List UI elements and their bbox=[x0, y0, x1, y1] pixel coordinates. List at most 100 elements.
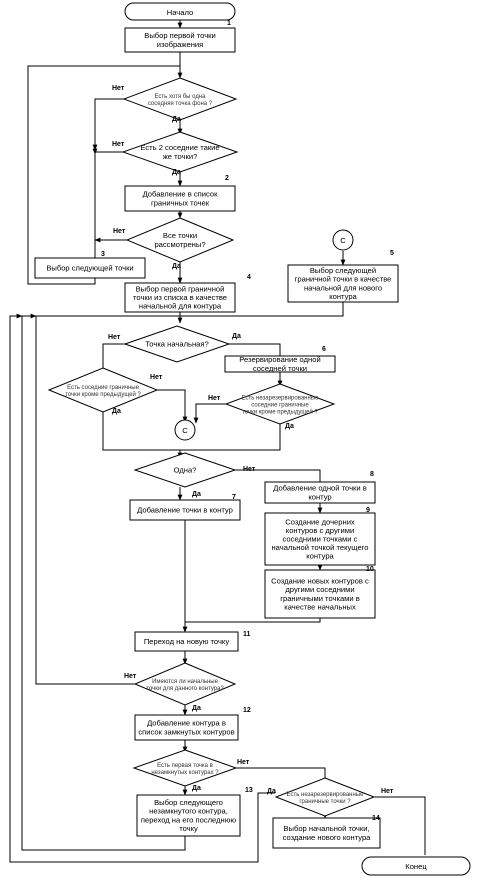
connector-c-top bbox=[332, 229, 354, 251]
process-block-6-text-line: Резервирование одной bbox=[239, 355, 320, 364]
decision-d10 bbox=[274, 777, 376, 817]
yes-label: Да bbox=[232, 333, 241, 340]
process-block-6-text-line: соседней точки bbox=[253, 364, 307, 373]
no-label: Нет bbox=[150, 374, 163, 381]
end-label: Конец bbox=[405, 862, 427, 871]
process-block-13-text-line: переход на его последнюю bbox=[141, 815, 237, 824]
yes-label: Да bbox=[112, 408, 121, 415]
decision-d5-text-line: точки кроме предыдущей ? bbox=[65, 391, 141, 398]
process-block-10-text-line: граничными точками в bbox=[280, 594, 360, 603]
decision-d5-text-line: Есть соседние граничные bbox=[67, 385, 140, 391]
decision-d1 bbox=[122, 77, 238, 121]
block-number-4: 4 bbox=[247, 274, 251, 281]
process-block-5-text-line: граничной точки в качестве bbox=[295, 275, 392, 284]
process-block-9 bbox=[264, 512, 376, 566]
process-block-5-text-line: Выбор следующей bbox=[310, 266, 376, 275]
process-block-4-text-line: Выбор первой граничной bbox=[136, 284, 225, 293]
process-block-5-text-line: начальной для нового bbox=[304, 283, 382, 292]
process-block-14-text-line: создание нового контура bbox=[283, 833, 372, 842]
process-block-12-text-line: список замкнутых контуров bbox=[138, 727, 234, 736]
decision-d7-text-line: Одна? bbox=[174, 466, 197, 475]
decision-d1-text-line: соседняя точка фона ? bbox=[148, 101, 213, 107]
process-block-5 bbox=[287, 264, 399, 303]
process-block-4-text-line: точки из списка в качестве bbox=[133, 293, 227, 302]
decision-d8 bbox=[133, 662, 237, 706]
process-block-4 bbox=[124, 282, 236, 313]
decision-d10-text-line: граничные точки ? bbox=[299, 799, 351, 805]
yes-label: Да bbox=[285, 423, 294, 430]
process-block-10-text-line: качестве начальных bbox=[284, 602, 356, 611]
block-number-5: 5 bbox=[390, 250, 394, 257]
no-label: Нет bbox=[112, 85, 125, 92]
decision-d8-text-line: Имеются ли начальные bbox=[152, 679, 218, 685]
process-block-12-text-line: Добавление контура в bbox=[147, 719, 226, 728]
yes-label: Да bbox=[192, 491, 201, 498]
process-block-1-text-line: изображения bbox=[157, 40, 204, 49]
block-number-10: 10 bbox=[366, 566, 374, 573]
decision-d5 bbox=[47, 367, 159, 413]
process-block-1-text-line: Выбор первой точки bbox=[144, 31, 215, 40]
process-block-13-text-line: точку bbox=[179, 824, 198, 833]
block-number-6: 6 bbox=[322, 346, 326, 353]
yes-label: Да bbox=[172, 116, 181, 123]
process-block-9-text-line: соседними точками с bbox=[283, 535, 358, 544]
no-label: Нет bbox=[112, 141, 125, 148]
block-number-11: 11 bbox=[243, 631, 251, 638]
connector-c-mid-label: C bbox=[182, 426, 188, 435]
process-block-13-text-line: незамкнутого контура, bbox=[149, 807, 228, 816]
process-block-10 bbox=[264, 569, 376, 619]
decision-d3 bbox=[125, 217, 235, 263]
decision-d9-text-line: Есть первая точка в bbox=[157, 763, 213, 769]
yes-label: Да bbox=[267, 788, 276, 795]
block-number-2: 2 bbox=[225, 175, 229, 182]
block-number-9: 9 bbox=[366, 507, 370, 514]
yes-label: Да bbox=[172, 263, 181, 270]
yes-label: Да bbox=[172, 169, 181, 176]
decision-d9 bbox=[132, 749, 238, 787]
decision-d2 bbox=[121, 131, 239, 173]
no-label: Нет bbox=[108, 334, 121, 341]
no-label: Нет bbox=[237, 759, 250, 766]
process-block-11 bbox=[134, 631, 239, 652]
process-block-9-text-line: Создание дочерних bbox=[285, 517, 355, 526]
no-label: Нет bbox=[113, 228, 126, 235]
no-label: Нет bbox=[381, 788, 394, 795]
process-block-8-text-line: Добавление одной точки в bbox=[273, 484, 367, 493]
process-block-10-text-line: Создание новых контуров с bbox=[271, 577, 369, 586]
decision-d6-text-line: точки кроме предыдущей ? bbox=[242, 409, 318, 416]
block-number-3: 3 bbox=[101, 251, 105, 258]
process-block-2-text-line: граничных точек bbox=[151, 198, 210, 207]
process-block-2-text-line: Добавление в список bbox=[143, 190, 219, 199]
decision-d4-text-line: Точка начальная? bbox=[145, 340, 208, 349]
process-block-14-text-line: Выбор начальной точки, bbox=[283, 824, 369, 833]
block-number-14: 14 bbox=[372, 815, 380, 822]
decision-d2-text-line: же точки? bbox=[163, 152, 198, 161]
decision-d3-text-line: Все точки bbox=[163, 231, 197, 240]
start-label: Начало bbox=[167, 8, 193, 17]
no-label: Нет bbox=[208, 395, 221, 402]
decision-d1-text-line: Есть хотя бы одна bbox=[154, 94, 206, 100]
decision-d7 bbox=[133, 452, 237, 488]
process-block-5-text-line: контура bbox=[329, 292, 357, 301]
process-block-3 bbox=[34, 257, 146, 279]
process-block-12 bbox=[134, 714, 239, 741]
block-number-8: 8 bbox=[370, 471, 374, 478]
process-block-2 bbox=[124, 185, 236, 212]
block-number-7: 7 bbox=[232, 494, 236, 501]
decision-d3-text-line: рассмотрены? bbox=[154, 240, 205, 249]
process-block-7-text-line: Добавление точки в контур bbox=[137, 506, 233, 515]
process-block-13 bbox=[136, 794, 241, 837]
block-number-13: 13 bbox=[245, 787, 253, 794]
process-block-10-text-line: другими соседними bbox=[285, 585, 354, 594]
no-label: Нет bbox=[124, 673, 137, 680]
connector-c-mid bbox=[174, 419, 196, 441]
decision-d2-text-line: Есть 2 соседние такие bbox=[140, 143, 219, 152]
decision-d9-text-line: незамкнутых контурах ? bbox=[151, 770, 219, 776]
decision-d6-text-line: соседние граничные bbox=[251, 403, 309, 409]
process-block-9-text-line: контуров с другими bbox=[286, 526, 354, 535]
block-number-12: 12 bbox=[243, 707, 251, 714]
process-block-9-text-line: начальной точкой текущего bbox=[271, 543, 368, 552]
process-block-13-text-line: Выбор следующего bbox=[154, 798, 223, 807]
process-block-9-text-line: контура bbox=[306, 552, 334, 561]
